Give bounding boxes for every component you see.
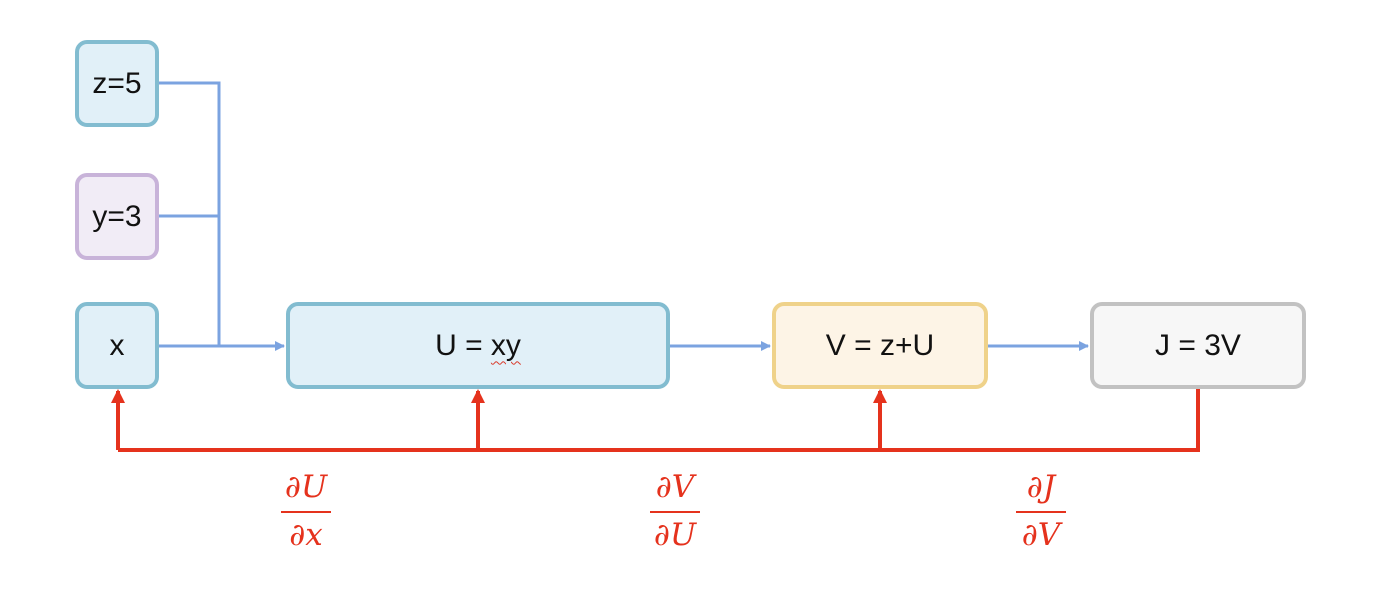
node-u-label: U = xy [435,329,521,363]
node-v: V = z+U [772,302,988,389]
node-y: y=3 [75,173,159,260]
edge-z-to-u [159,81,221,346]
gradient-dV-dU: ∂V ∂U [630,468,720,554]
gradient-numerator: ∂U [284,469,328,505]
node-u-label-term: xy [490,328,521,362]
fraction-bar [281,511,331,513]
node-u-label-prefix: U = [435,328,491,362]
node-x-label: x [109,328,125,362]
gradient-denominator: ∂x [289,517,323,553]
gradient-dJ-dV: ∂J ∂V [996,468,1086,554]
gradient-denominator: ∂U [653,517,697,553]
node-j-label: J = 3V [1155,328,1241,362]
node-z: z=5 [75,40,159,127]
fraction-bar [650,511,700,513]
node-z-label: z=5 [92,66,142,100]
node-x: x [75,302,159,389]
gradient-dU-dx: ∂U ∂x [261,468,351,554]
backprop-line [118,389,1200,452]
gradient-numerator: ∂J [1026,469,1056,505]
node-v-label: V = z+U [825,328,935,362]
fraction-bar [1016,511,1066,513]
gradient-numerator: ∂V [655,469,695,505]
node-y-label: y=3 [92,199,142,233]
gradient-denominator: ∂V [1021,517,1061,553]
node-u: U = xy [286,302,670,389]
node-j: J = 3V [1090,302,1306,389]
